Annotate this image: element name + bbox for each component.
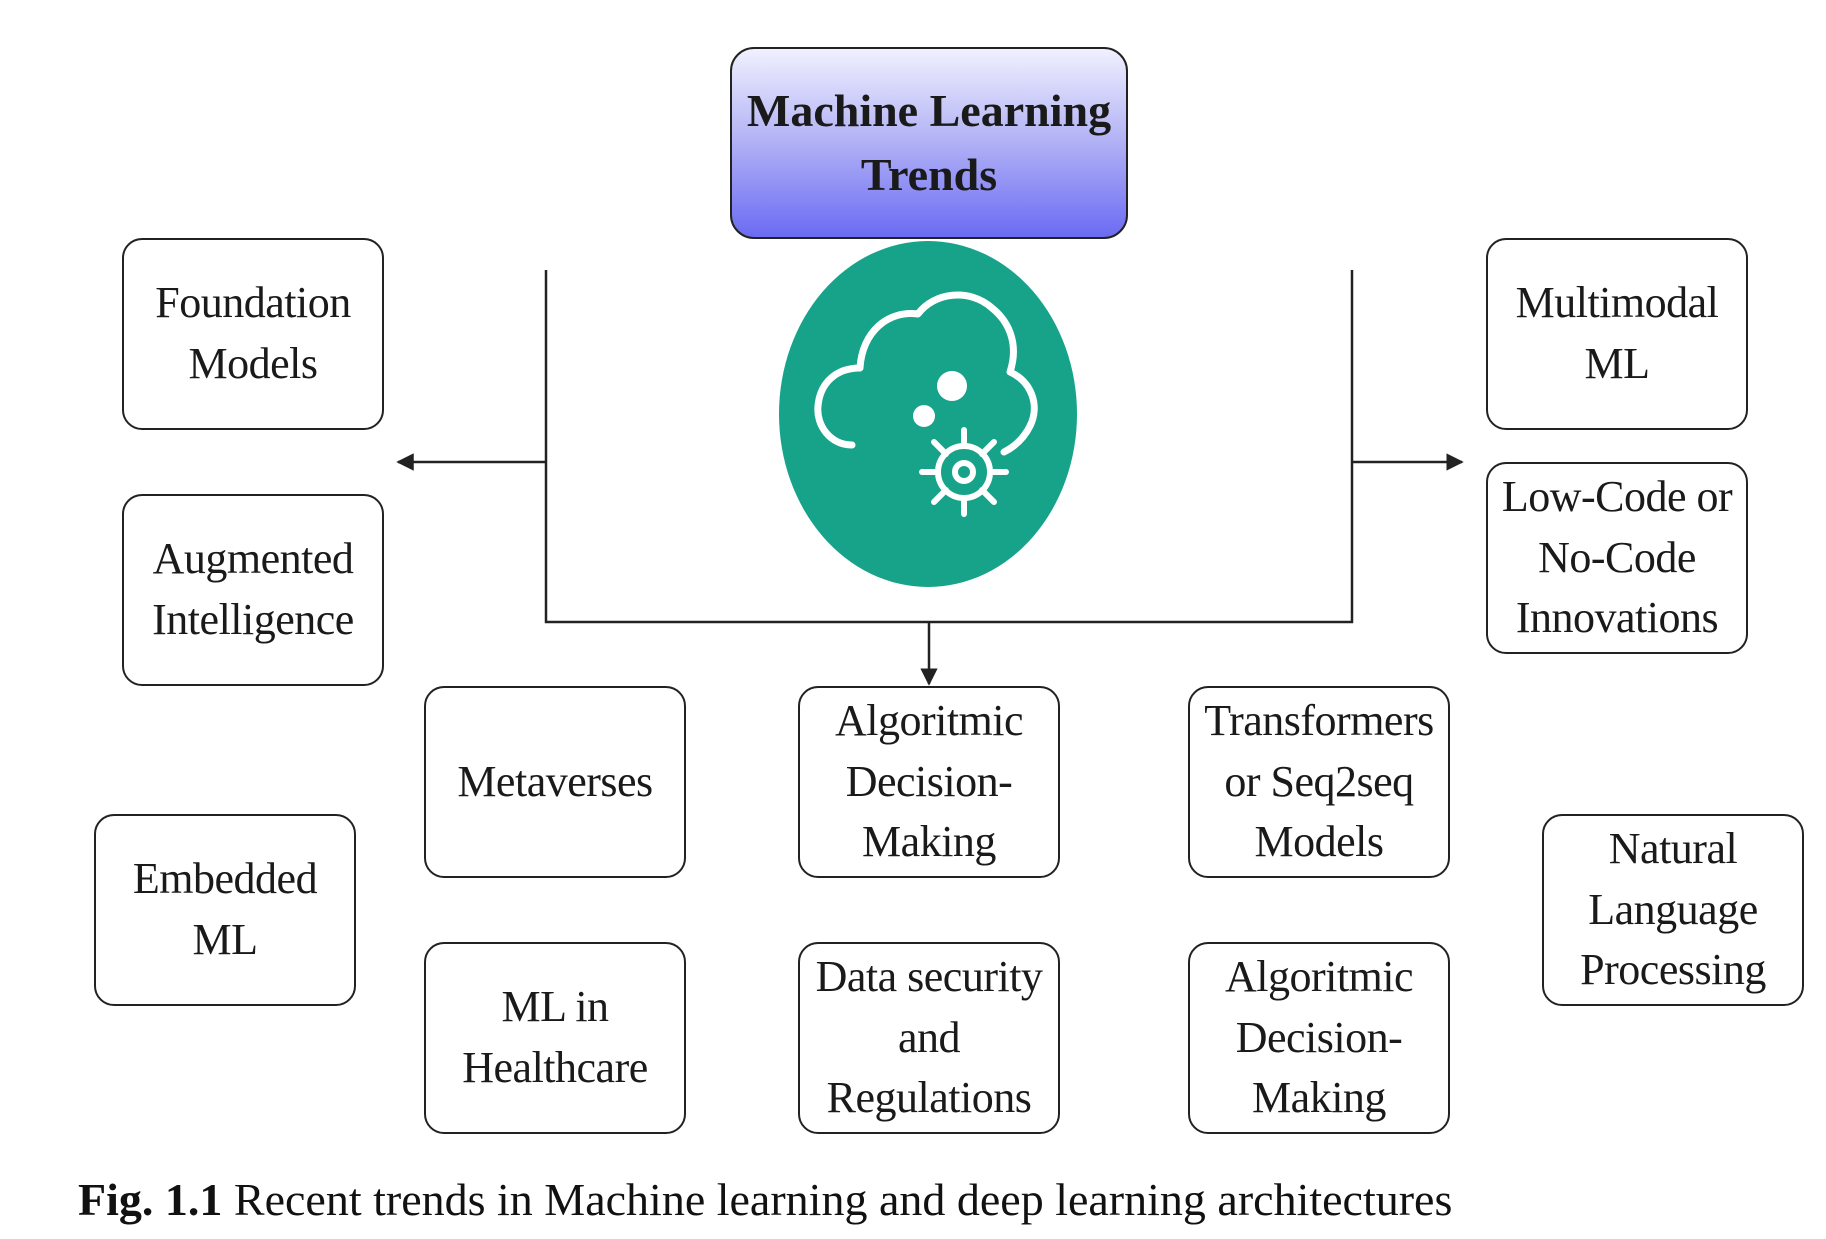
trend-box-nlp: Natural Language Processing bbox=[1542, 814, 1804, 1006]
trend-box-foundation-models: Foundation Models bbox=[122, 238, 384, 430]
trend-box-augmented-intelligence: Augmented Intelligence bbox=[122, 494, 384, 686]
caption-text: Recent trends in Machine learning and de… bbox=[222, 1174, 1453, 1225]
bracket-line bbox=[544, 270, 1354, 624]
trend-box-metaverses: Metaverses bbox=[424, 686, 686, 878]
title-box: Machine Learning Trends bbox=[730, 47, 1128, 239]
trend-box-embedded-ml: Embedded ML bbox=[94, 814, 356, 1006]
trend-box-transformers: Transformers or Seq2seq Models bbox=[1188, 686, 1450, 878]
caption-label: Fig. 1.1 bbox=[78, 1174, 223, 1225]
trend-box-data-security: Data security and Regulations bbox=[798, 942, 1060, 1134]
trend-box-ml-in-healthcare: ML in Healthcare bbox=[424, 942, 686, 1134]
trend-box-low-code-no-code: Low-Code or No-Code Innovations bbox=[1486, 462, 1748, 654]
cloud-gear-icon bbox=[779, 241, 1077, 587]
trend-box-algorithmic-decision-making-2: Algoritmic Decision- Making bbox=[1188, 942, 1450, 1134]
trend-box-multimodal-ml: Multimodal ML bbox=[1486, 238, 1748, 430]
figure-caption: Fig. 1.1 Recent trends in Machine learni… bbox=[78, 1173, 1452, 1226]
trend-box-algorithmic-decision-making-1: Algoritmic Decision- Making bbox=[798, 686, 1060, 878]
